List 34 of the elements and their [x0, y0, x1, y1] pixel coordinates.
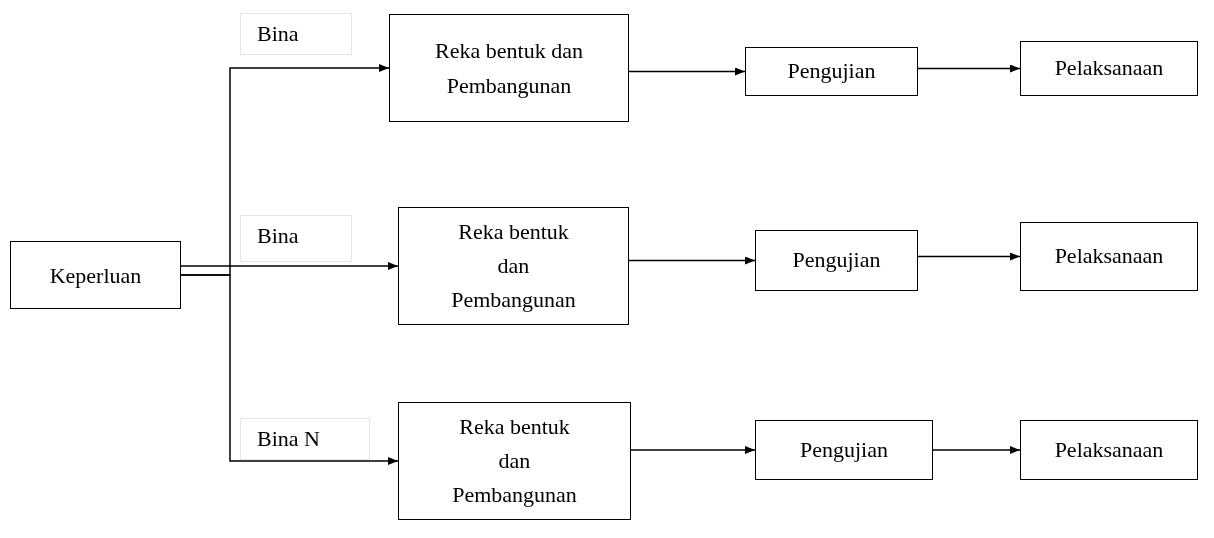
arrow: [917, 64, 1021, 73]
node-label: Bina: [257, 20, 299, 48]
tag-box: [240, 418, 370, 460]
node-label: Pengujian: [800, 435, 888, 464]
arrow: [628, 67, 746, 76]
node-label: Pelaksanaan: [1054, 54, 1164, 83]
process-box: [1020, 222, 1198, 291]
node-label: Pelaksanaan: [1054, 242, 1164, 271]
arrow: [932, 446, 1021, 454]
arrow: [180, 262, 399, 270]
node-label: Keperluan: [49, 261, 142, 290]
node-label: Bina N: [257, 425, 320, 453]
arrow: [180, 274, 399, 465]
process-box: [755, 230, 918, 291]
tag-box: [240, 215, 352, 262]
process-box: [745, 47, 918, 96]
tag-box: [240, 13, 352, 55]
process-box: [389, 14, 629, 122]
process-box: [398, 207, 629, 325]
process-box: [398, 402, 631, 520]
process-box: [10, 241, 181, 309]
node-label: Bina: [257, 222, 299, 250]
arrow: [628, 256, 756, 265]
node-label: Reka bentuk dan Pembangunan: [451, 412, 578, 510]
node-label: Reka bentuk dan Pembangunan: [434, 36, 584, 100]
arrow: [917, 252, 1021, 261]
node-label: Pelaksanaan: [1054, 435, 1164, 464]
process-box: [1020, 41, 1198, 96]
arrow: [630, 446, 756, 454]
process-box: [755, 420, 933, 480]
node-label: Reka bentuk dan Pembangunan: [450, 217, 577, 315]
node-label: Pengujian: [787, 57, 876, 86]
process-box: [1020, 420, 1198, 480]
node-label: Pengujian: [792, 246, 881, 275]
